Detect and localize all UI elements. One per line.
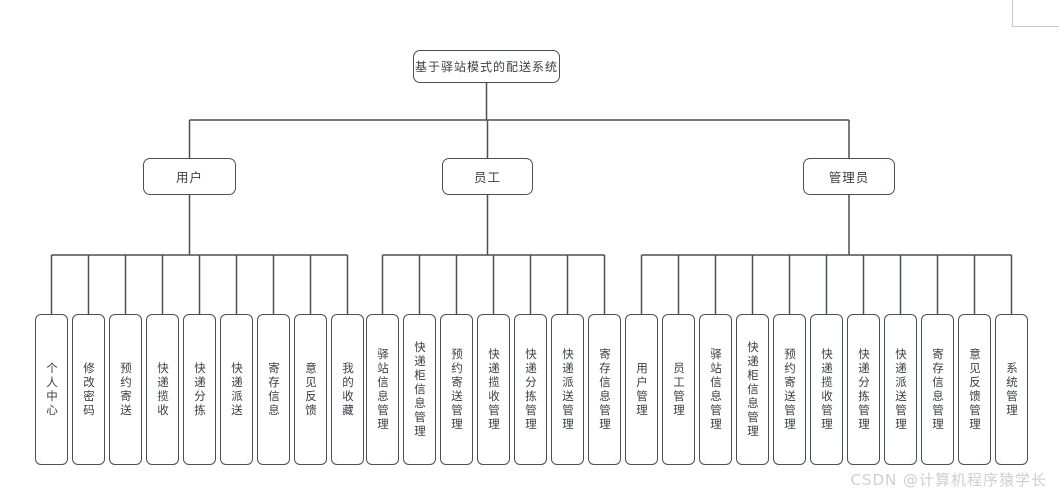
node-leaf-staff-3[interactable]: 快递揽收管理 bbox=[477, 314, 510, 465]
node-leaf-admin-0[interactable]: 用户管理 bbox=[625, 314, 658, 465]
node-leaf-staff-2[interactable]: 预约寄送管理 bbox=[440, 314, 473, 465]
node-label: 寄存信息管理 bbox=[598, 347, 612, 432]
node-leaf-user-3[interactable]: 快递揽收 bbox=[146, 314, 179, 465]
node-label: 快递柜信息管理 bbox=[746, 340, 760, 439]
node-label: 员工 bbox=[473, 170, 501, 185]
node-label: 员工管理 bbox=[672, 361, 686, 418]
node-label: 快递分拣 bbox=[193, 361, 207, 418]
node-branch-staff[interactable]: 员工 bbox=[442, 158, 533, 195]
node-leaf-admin-10[interactable]: 系统管理 bbox=[995, 314, 1028, 465]
node-leaf-staff-4[interactable]: 快递分拣管理 bbox=[514, 314, 547, 465]
node-leaf-staff-5[interactable]: 快递派送管理 bbox=[551, 314, 584, 465]
node-label: 驿站信息管理 bbox=[376, 347, 390, 432]
node-leaf-admin-1[interactable]: 员工管理 bbox=[662, 314, 695, 465]
node-leaf-user-6[interactable]: 寄存信息 bbox=[257, 314, 290, 465]
node-label: 意见反馈 bbox=[304, 361, 318, 418]
node-leaf-user-5[interactable]: 快递派送 bbox=[220, 314, 253, 465]
node-label: 用户管理 bbox=[635, 361, 649, 418]
node-label: 快递揽收 bbox=[156, 361, 170, 418]
node-label: 基于驿站模式的配送系统 bbox=[414, 60, 558, 74]
node-leaf-user-4[interactable]: 快递分拣 bbox=[183, 314, 216, 465]
node-label: 寄存信息 bbox=[267, 361, 281, 418]
node-label: 快递揽收管理 bbox=[820, 347, 834, 432]
node-leaf-user-8[interactable]: 我的收藏 bbox=[331, 314, 364, 465]
node-label: 快递揽收管理 bbox=[487, 347, 501, 432]
node-leaf-admin-9[interactable]: 意见反馈管理 bbox=[958, 314, 991, 465]
node-label: 管理员 bbox=[828, 170, 870, 185]
node-label: 快递派送管理 bbox=[561, 347, 575, 432]
node-branch-admin[interactable]: 管理员 bbox=[803, 158, 895, 195]
node-label: 快递柜信息管理 bbox=[413, 340, 427, 439]
node-label: 个人中心 bbox=[45, 361, 59, 418]
node-label: 预约寄送管理 bbox=[783, 347, 797, 432]
node-label: 我的收藏 bbox=[341, 361, 355, 418]
node-label: 驿站信息管理 bbox=[709, 347, 723, 432]
node-leaf-staff-6[interactable]: 寄存信息管理 bbox=[588, 314, 621, 465]
node-label: 系统管理 bbox=[1005, 361, 1019, 418]
node-leaf-user-1[interactable]: 修改密码 bbox=[72, 314, 105, 465]
node-label: 意见反馈管理 bbox=[968, 347, 982, 432]
node-leaf-user-2[interactable]: 预约寄送 bbox=[109, 314, 142, 465]
watermark-label: CSDN @计算机程序猿学长 bbox=[850, 471, 1047, 489]
node-leaf-staff-1[interactable]: 快递柜信息管理 bbox=[403, 314, 436, 465]
node-leaf-admin-8[interactable]: 寄存信息管理 bbox=[921, 314, 954, 465]
node-leaf-admin-5[interactable]: 快递揽收管理 bbox=[810, 314, 843, 465]
node-label: 修改密码 bbox=[82, 361, 96, 418]
node-leaf-user-0[interactable]: 个人中心 bbox=[35, 314, 68, 465]
node-leaf-user-7[interactable]: 意见反馈 bbox=[294, 314, 327, 465]
node-leaf-admin-6[interactable]: 快递分拣管理 bbox=[847, 314, 880, 465]
node-branch-user[interactable]: 用户 bbox=[143, 158, 236, 195]
node-label: 快递派送 bbox=[230, 361, 244, 418]
node-leaf-admin-7[interactable]: 快递派送管理 bbox=[884, 314, 917, 465]
node-root[interactable]: 基于驿站模式的配送系统 bbox=[413, 50, 560, 83]
node-label: 快递派送管理 bbox=[894, 347, 908, 432]
node-leaf-admin-4[interactable]: 预约寄送管理 bbox=[773, 314, 806, 465]
node-label: 预约寄送 bbox=[119, 361, 133, 418]
node-label: 快递分拣管理 bbox=[857, 347, 871, 432]
node-label: 用户 bbox=[175, 170, 203, 185]
node-leaf-admin-3[interactable]: 快递柜信息管理 bbox=[736, 314, 769, 465]
node-label: 快递分拣管理 bbox=[524, 347, 538, 432]
node-label: 预约寄送管理 bbox=[450, 347, 464, 432]
corner-crop-mark bbox=[1012, 0, 1059, 27]
node-leaf-admin-2[interactable]: 驿站信息管理 bbox=[699, 314, 732, 465]
node-label: 寄存信息管理 bbox=[931, 347, 945, 432]
node-leaf-staff-0[interactable]: 驿站信息管理 bbox=[366, 314, 399, 465]
